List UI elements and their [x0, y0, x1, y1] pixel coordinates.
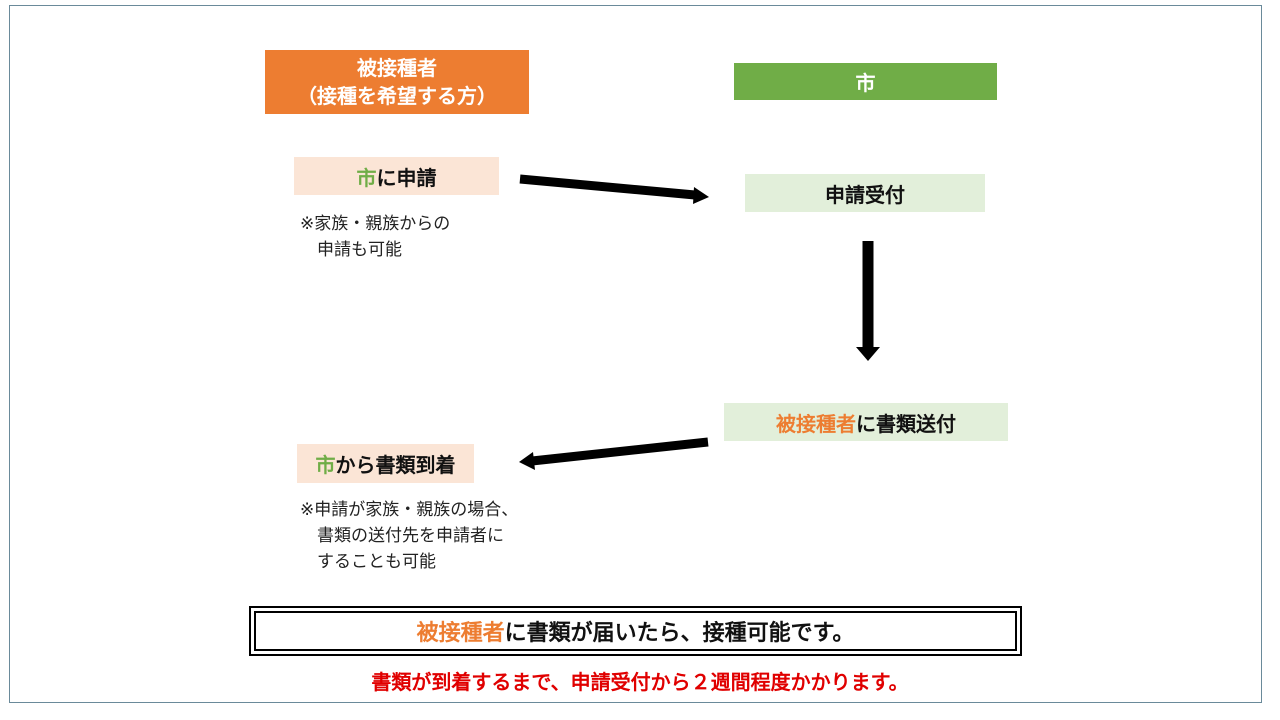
step-arrive-highlight: 市: [315, 453, 336, 477]
final-message-inner: 被接種者に書類が届いたら、接種可能です。: [254, 611, 1017, 651]
city-header-label: 市: [855, 71, 876, 95]
apply-note: ※家族・親族からの 申請も可能: [300, 211, 450, 263]
arrive-note: ※申請が家族・親族の場合、 書類の送付先を申請者に することも可能: [300, 497, 518, 575]
arrive-note-line: することも可能: [300, 552, 436, 572]
recipient-header: 被接種者 （接種を希望する方）: [265, 50, 529, 114]
recipient-header-line1: 被接種者: [357, 56, 437, 80]
recipient-header-line2: （接種を希望する方）: [297, 84, 497, 108]
step-send: 被接種者に書類送付: [724, 403, 1008, 441]
arrow-receive-to-send: [856, 241, 880, 361]
step-receive-text: 申請受付: [825, 182, 905, 207]
arrow-apply-to-receive: [519, 174, 709, 204]
final-message-box: 被接種者に書類が届いたら、接種可能です。: [249, 606, 1022, 656]
final-text: に書類が届いたら、接種可能です。: [504, 621, 855, 646]
arrive-note-line: 書類の送付先を申請者に: [300, 526, 504, 546]
apply-note-line: 申請も可能: [300, 240, 402, 260]
apply-note-line: ※家族・親族からの: [300, 214, 451, 234]
step-send-text: に書類送付: [856, 411, 956, 436]
step-apply-highlight: 市: [356, 165, 377, 190]
final-highlight: 被接種者: [416, 621, 505, 646]
step-send-highlight: 被接種者: [776, 411, 856, 436]
step-receive: 申請受付: [745, 174, 985, 212]
arrive-note-line: ※申請が家族・親族の場合、: [300, 500, 519, 520]
step-arrive: 市から書類到着: [297, 444, 474, 483]
step-apply: 市に申請: [294, 157, 499, 195]
warning-text: 書類が到着するまで、申請受付から２週間程度かかります。: [371, 670, 909, 694]
step-arrive-text: から書類到着: [335, 453, 456, 477]
city-header: 市: [734, 63, 997, 100]
slide-frame: [9, 5, 1262, 703]
arrow-send-to-arrive: [519, 437, 709, 470]
step-apply-text: に申請: [376, 165, 437, 190]
